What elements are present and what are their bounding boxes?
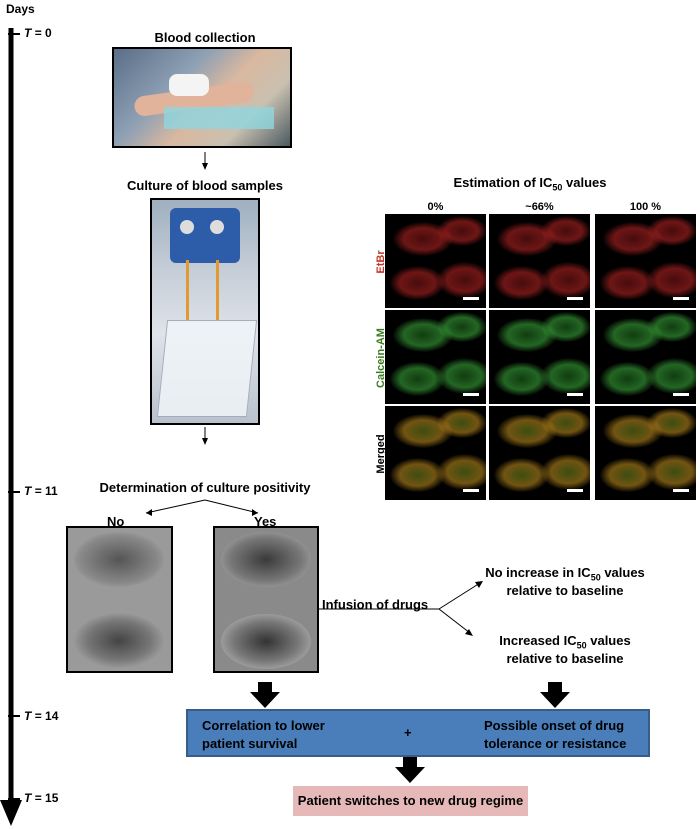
microscopy-image [595,214,696,308]
microscopy-image [489,406,590,500]
infusion-label: Infusion of drugs [322,597,429,612]
microscopy-image [385,214,486,308]
cell-blob [647,358,696,394]
culture-label: Culture of blood samples [126,178,283,193]
result-right-text: Possible onset of drug tolerance or resi… [484,718,627,751]
cell-blob [437,454,486,490]
cell-blob [437,312,486,342]
microscopy-image [385,310,486,404]
scale-bar [463,489,479,492]
microscopy-image [595,310,696,404]
ic50-column-header: ~66% [525,201,554,213]
down-arrow-icon [395,757,425,783]
microscopy-image [385,406,486,500]
timeline-marker-0: T = 0 [24,26,52,40]
cell-blob [541,262,590,298]
axis-title: Days [6,2,35,16]
outcome-no-increase: No increase in IC50 values relative to b… [485,565,645,598]
cell-blob [390,266,445,300]
scale-bar [673,297,689,300]
cell-blob [600,458,655,492]
cell-blob [600,266,655,300]
scale-bar [463,393,479,396]
cell-blob [437,408,486,438]
cell-blob [647,262,696,298]
microscopy-image [489,214,590,308]
cell-blob [647,216,696,246]
scale-bar [567,489,583,492]
microscopy-image [595,406,696,500]
timeline-marker-15: T = 15 [24,791,59,805]
ic50-title: Estimation of IC50 values [453,175,607,193]
cell-blob [390,362,445,396]
scale-bar [673,393,689,396]
cell-blob [437,216,486,246]
final-box: Patient switches to new drug regime [293,786,528,816]
cell-blob [541,312,590,342]
blood-collection-photo [112,47,292,148]
determination-label: Determination of culture positivity [99,480,311,495]
cell-blob [437,262,486,298]
outcome-increased: Increased IC50 values relative to baseli… [499,633,631,666]
cell-blob [600,362,655,396]
culture-negative-photo [66,526,173,673]
timeline-marker-14: T = 14 [24,709,59,723]
cell-blob [541,216,590,246]
cell-blob [541,454,590,490]
down-arrow-icon [250,682,280,708]
microscopy-image [489,310,590,404]
scale-bar [567,393,583,396]
no-label: No [107,514,125,529]
cell-blob [647,408,696,438]
scale-bar [463,297,479,300]
cell-blob [494,266,549,300]
cell-blob [494,458,549,492]
blood-collection-label: Blood collection [154,30,256,45]
cell-blob [541,408,590,438]
down-arrow-icon [540,682,570,708]
ic50-column-header: 0% [427,201,444,213]
cell-blob [437,358,486,394]
timeline-marker-11: T = 11 [24,484,58,498]
yes-label: Yes [254,514,277,529]
scale-bar [673,489,689,492]
result-box: Correlation to lower patient survival + … [186,709,650,757]
cell-blob [647,454,696,490]
cell-blob [647,312,696,342]
cell-blob [494,362,549,396]
result-plus: + [404,725,412,740]
result-left-text: Correlation to lower patient survival [202,718,325,751]
cell-blob [541,358,590,394]
ic50-column-header: 100 % [629,201,662,213]
culture-device-photo [150,198,260,425]
culture-positive-photo [213,526,319,673]
scale-bar [567,297,583,300]
cell-blob [390,458,445,492]
